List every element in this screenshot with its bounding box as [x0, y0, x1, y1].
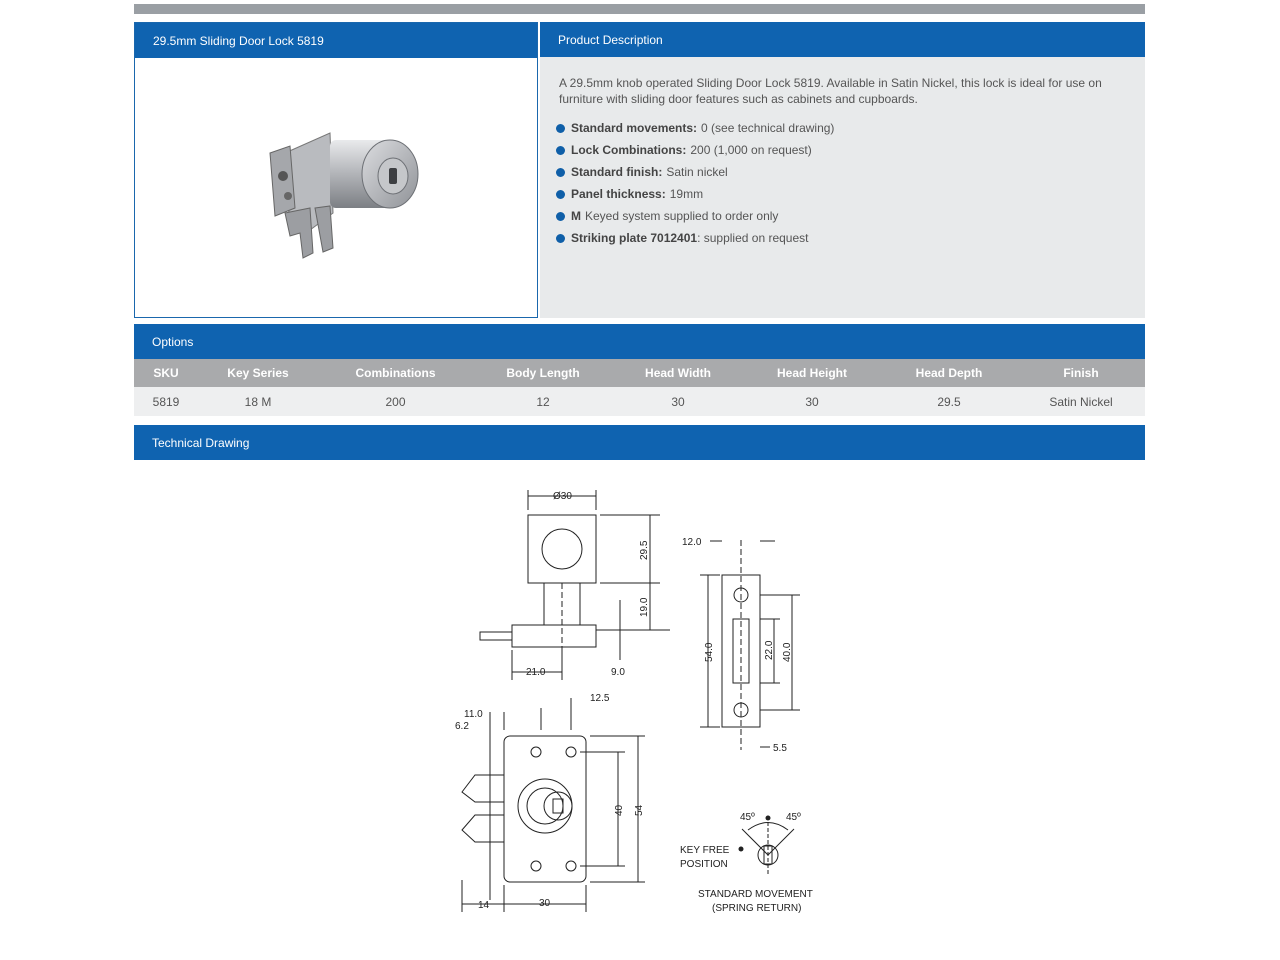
cell-head-width: 30 — [613, 387, 743, 416]
cell-key-series: 18 M — [198, 387, 318, 416]
dimension-label: 9.0 — [611, 667, 625, 678]
product-photo — [269, 132, 419, 259]
bullet-icon — [556, 233, 565, 243]
column-header-key-series: Key Series — [198, 359, 318, 387]
key-free-label: POSITION — [680, 859, 728, 870]
column-header-combinations: Combinations — [318, 359, 473, 387]
list-item: Panel thickness:19mm — [556, 183, 1145, 205]
cell-finish: Satin Nickel — [1017, 387, 1145, 416]
list-item: Standard finish:Satin nickel — [556, 161, 1145, 183]
bullet-icon — [556, 145, 565, 155]
dimension-label: 22.0 — [764, 640, 775, 660]
bullet-icon — [556, 211, 565, 221]
dimension-label: 29.5 — [639, 540, 650, 560]
column-header-sku: SKU — [134, 359, 198, 387]
bullet-icon — [556, 189, 565, 199]
dimension-label: 5.5 — [773, 743, 787, 754]
technical-drawing-header: Technical Drawing — [134, 425, 1145, 460]
column-header-head-width: Head Width — [613, 359, 743, 387]
table-row: 5819 18 M 200 12 30 30 29.5 Satin Nickel — [134, 387, 1145, 416]
standard-movement-label: (SPRING RETURN) — [712, 903, 801, 914]
column-header-head-depth: Head Depth — [881, 359, 1017, 387]
dimension-label: 19.0 — [639, 597, 650, 617]
dimension-label: 6.2 — [455, 721, 469, 732]
dimension-label: 30 — [539, 898, 551, 909]
technical-drawing: Ø30 29.5 19.0 21.0 9.0 12.0 54.0 22.0 40… — [455, 490, 813, 914]
dimension-label: 40 — [614, 804, 625, 816]
key-free-label: KEY FREE — [680, 845, 730, 856]
description-paragraph: A 29.5mm knob operated Sliding Door Lock… — [559, 76, 1102, 106]
dimension-label: 54 — [634, 804, 645, 816]
dimension-label: 21.0 — [526, 667, 546, 678]
dimension-label: 12.0 — [682, 537, 702, 548]
bullet-icon — [556, 167, 565, 177]
table-header-row: SKU Key Series Combinations Body Length … — [134, 359, 1145, 387]
list-item: Striking plate 7012401: supplied on requ… — [556, 227, 1145, 249]
list-item: Lock Combinations:200 (1,000 on request) — [556, 139, 1145, 161]
dimension-label: 40.0 — [782, 642, 793, 662]
standard-movement-label: STANDARD MOVEMENT — [698, 889, 813, 900]
cell-sku: 5819 — [134, 387, 198, 416]
product-title: 29.5mm Sliding Door Lock 5819 — [135, 23, 537, 58]
dimension-label: 11.0 — [464, 709, 483, 720]
angle-label: 45º — [740, 812, 755, 823]
cell-combinations: 200 — [318, 387, 473, 416]
options-header: Options — [134, 324, 1145, 359]
cell-head-height: 30 — [743, 387, 881, 416]
dimension-label: 12.5 — [590, 693, 610, 704]
cell-body-length: 12 — [473, 387, 613, 416]
column-header-head-height: Head Height — [743, 359, 881, 387]
product-description-panel: Product Description A 29.5mm knob operat… — [540, 22, 1145, 318]
bullet-icon — [556, 123, 565, 133]
product-image-panel: 29.5mm Sliding Door Lock 5819 — [134, 22, 538, 318]
dimension-label: 54.0 — [704, 642, 715, 662]
top-divider — [134, 4, 1145, 14]
description-header: Product Description — [540, 22, 1145, 57]
feature-list: Standard movements:0 (see technical draw… — [556, 117, 1145, 249]
dimension-label: Ø30 — [553, 491, 572, 502]
dimension-label: 14 — [478, 900, 490, 911]
options-table: SKU Key Series Combinations Body Length … — [134, 359, 1145, 416]
list-item: Standard movements:0 (see technical draw… — [556, 117, 1145, 139]
angle-label: 45º — [786, 812, 801, 823]
cell-head-depth: 29.5 — [881, 387, 1017, 416]
column-header-finish: Finish — [1017, 359, 1145, 387]
column-header-body-length: Body Length — [473, 359, 613, 387]
